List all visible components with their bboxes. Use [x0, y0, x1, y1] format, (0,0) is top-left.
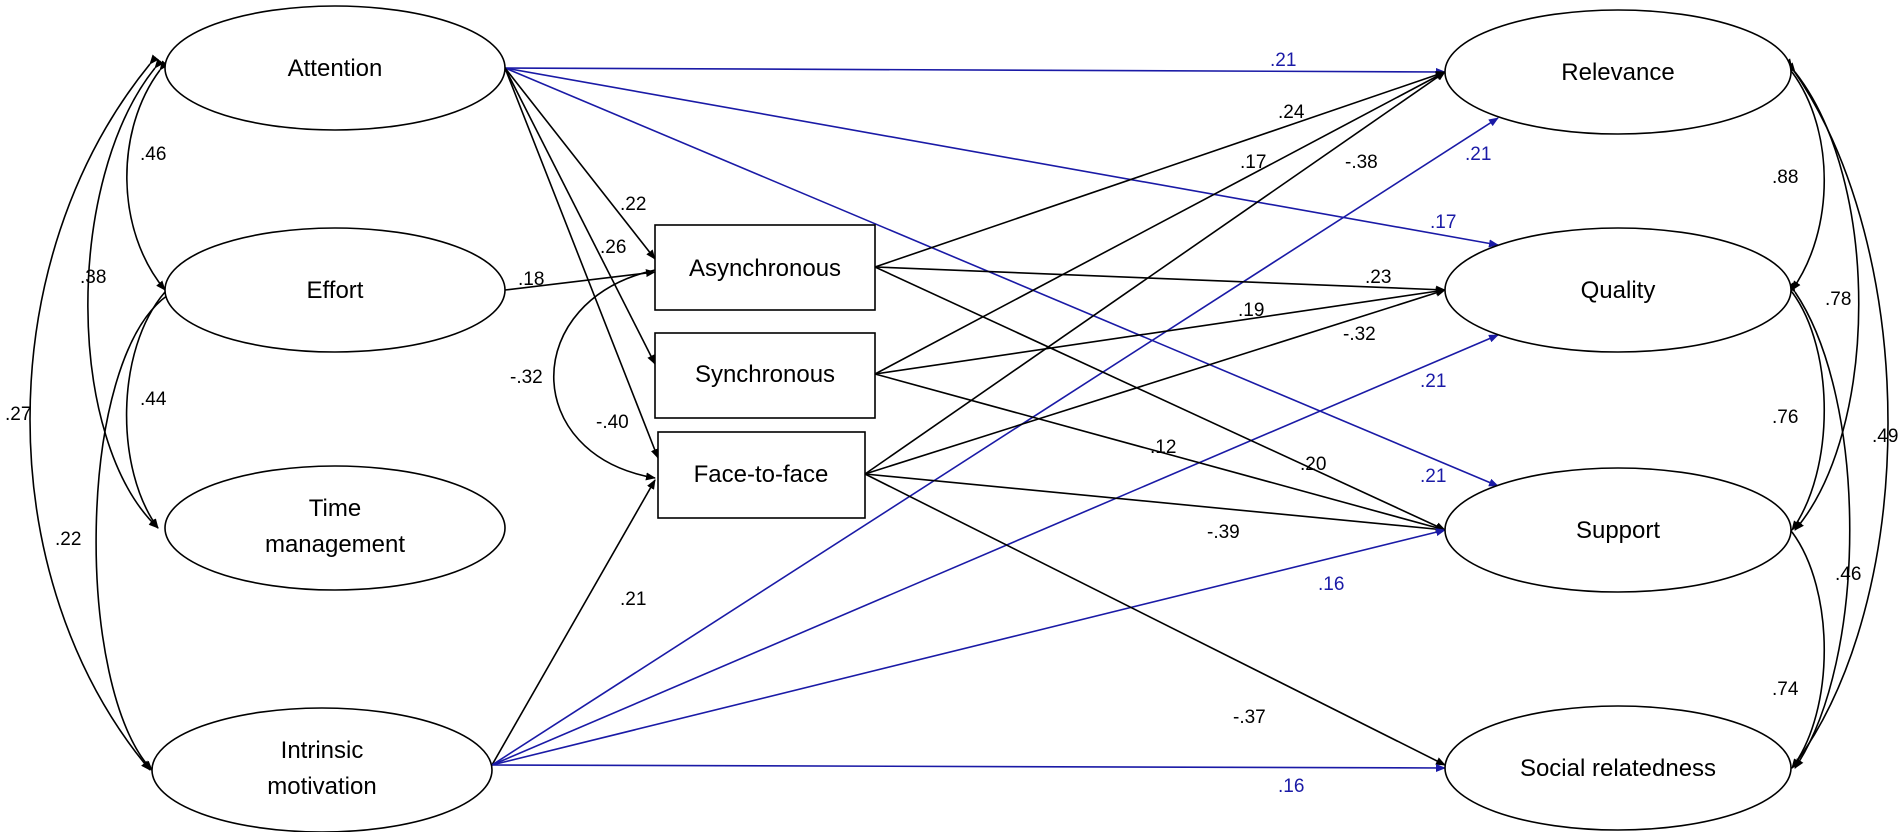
- cov-effort-intrinsic: [95, 286, 178, 771]
- node-intrinsic-motivation: Intrinsic motivation: [151, 707, 493, 832]
- coef-facetoface-relevance: -.38: [1345, 152, 1378, 173]
- coef-effort-intrinsic: .22: [55, 529, 81, 550]
- coef-asynchronous-quality: .23: [1365, 267, 1391, 288]
- coef-effort-time: .44: [140, 389, 167, 410]
- cov-attention-time: [87, 58, 164, 529]
- node-time-label-line2: management: [265, 531, 405, 558]
- coef-attention-support: .21: [1420, 466, 1446, 487]
- path-attention-quality: [504, 67, 1499, 248]
- path-lines: [29, 54, 1889, 772]
- node-social-relatedness: Social relatedness: [1444, 705, 1792, 831]
- cov-effort-time: [125, 282, 174, 529]
- path-synchronous-quality: [874, 287, 1446, 375]
- coef-support-social: .74: [1772, 679, 1799, 700]
- coef-intrinsic-relevance: .21: [1465, 144, 1491, 165]
- path-intrinsic-social: [491, 763, 1446, 772]
- node-quality-label: Quality: [1581, 277, 1656, 304]
- cov-quality-social: [1786, 282, 1851, 769]
- coefficient-labels: .21 .17 .21 .21 .21 .16 .16 .22 .26 -.40…: [5, 50, 1898, 797]
- coef-facetoface-support: -.39: [1207, 522, 1240, 543]
- path-facetoface-social: [864, 473, 1446, 766]
- node-time-label-line1: Time: [309, 495, 361, 522]
- path-attention-facetoface: [504, 67, 659, 459]
- coef-effort-asynchronous: .18: [518, 269, 544, 290]
- node-effort-label: Effort: [307, 277, 364, 304]
- path-intrinsic-support: [491, 528, 1446, 766]
- node-support-label: Support: [1576, 517, 1660, 544]
- coef-intrinsic-quality: .21: [1420, 371, 1446, 392]
- node-synchronous-label: Synchronous: [695, 361, 835, 388]
- coef-quality-support: .76: [1772, 407, 1798, 428]
- path-attention-support: [504, 67, 1499, 487]
- coef-facetoface-social: -.37: [1233, 707, 1266, 728]
- node-support: Support: [1444, 467, 1792, 593]
- path-attention-relevance: [504, 67, 1446, 76]
- node-relevance: Relevance: [1444, 9, 1792, 135]
- coef-attention-relevance: .21: [1270, 50, 1296, 71]
- coef-facetoface-quality: -.32: [1343, 324, 1376, 345]
- path-asynchronous-quality: [874, 266, 1446, 294]
- coef-attention-time: .38: [80, 267, 106, 288]
- path-synchronous-support: [874, 373, 1446, 532]
- node-facetoface-label: Face-to-face: [694, 461, 829, 488]
- path-facetoface-relevance: [864, 71, 1446, 475]
- path-effort-asynchronous: [504, 269, 656, 291]
- coef-attention-facetoface: -.40: [596, 412, 629, 433]
- node-asynchronous: Asynchronous: [654, 224, 876, 311]
- coef-synchronous-relevance: .17: [1240, 152, 1266, 173]
- cov-relevance-quality: [1783, 62, 1826, 291]
- node-quality: Quality: [1444, 227, 1792, 353]
- coef-quality-social: .46: [1835, 564, 1861, 585]
- node-relevance-label: Relevance: [1561, 59, 1674, 86]
- node-synchronous: Synchronous: [654, 332, 876, 419]
- cov-attention-intrinsic: [29, 54, 159, 771]
- coef-intrinsic-social: .16: [1278, 776, 1304, 797]
- path-intrinsic-facetoface: [491, 479, 656, 766]
- path-facetoface-quality: [864, 288, 1446, 475]
- path-asynchronous-facetoface: [553, 264, 665, 481]
- path-attention-synchronous: [504, 67, 656, 365]
- path-synchronous-relevance: [874, 71, 1446, 375]
- coef-synchronous-support: .12: [1150, 437, 1176, 458]
- node-effort: Effort: [164, 227, 506, 353]
- cov-support-social: [1783, 522, 1825, 769]
- coef-relevance-quality: .88: [1772, 167, 1798, 188]
- node-time-management: Time management: [164, 465, 506, 591]
- path-attention-asynchronous: [504, 67, 656, 260]
- node-intrinsic-label-line2: motivation: [267, 773, 376, 800]
- coef-relevance-support: .78: [1825, 289, 1851, 310]
- node-intrinsic-label-line1: Intrinsic: [281, 737, 364, 764]
- node-attention: Attention: [164, 5, 506, 131]
- coef-attention-quality: .17: [1430, 212, 1456, 233]
- coef-attention-synchronous: .26: [600, 237, 626, 258]
- coef-intrinsic-support: .16: [1318, 574, 1344, 595]
- coef-synchronous-quality: .19: [1238, 300, 1264, 321]
- path-asynchronous-relevance: [874, 71, 1446, 268]
- path-facetoface-support: [864, 473, 1446, 534]
- path-asynchronous-support: [874, 266, 1446, 531]
- coef-attention-asynchronous: .22: [620, 194, 646, 215]
- node-attention-label: Attention: [288, 55, 383, 82]
- coef-intrinsic-facetoface: .21: [620, 589, 646, 610]
- coef-asynchronous-support: .20: [1300, 454, 1326, 475]
- coef-attention-effort: .46: [140, 144, 166, 165]
- node-asynchronous-label: Asynchronous: [689, 255, 841, 282]
- node-social-label: Social relatedness: [1520, 755, 1716, 782]
- cov-quality-support: [1783, 282, 1825, 531]
- coef-attention-intrinsic: .27: [5, 404, 31, 425]
- cov-relevance-social: [1783, 58, 1889, 769]
- coef-asynchronous-relevance: .24: [1278, 102, 1305, 123]
- coef-asynchronous-facetoface: -.32: [510, 367, 543, 388]
- path-intrinsic-quality: [491, 334, 1499, 766]
- path-intrinsic-relevance: [491, 117, 1499, 766]
- node-facetoface: Face-to-face: [657, 431, 866, 519]
- coef-relevance-social: .49: [1872, 426, 1898, 447]
